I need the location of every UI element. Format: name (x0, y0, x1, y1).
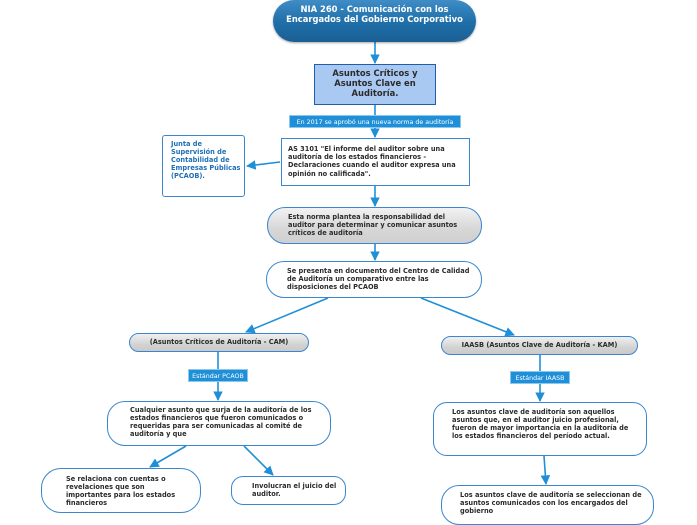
norma-responsabilidad-node[interactable]: Esta norma plantea la responsabilidad de… (267, 207, 482, 244)
kam-definition-node[interactable]: Los asuntos clave de auditoría son aquel… (433, 402, 647, 456)
cam-node[interactable]: (Asuntos Críticos de Auditoría - CAM) (129, 333, 309, 352)
as3101-node[interactable]: AS 3101 "El informe del auditor sobre un… (281, 138, 470, 186)
comparativo-node[interactable]: Se presenta en documento del Centro de C… (266, 261, 482, 298)
connector-presenta-to-cam (245, 297, 329, 334)
kam-seleccion-node[interactable]: Los asuntos clave de auditoría se selecc… (441, 485, 654, 525)
estandar-pcaob-label: Estándar PCAOB (188, 369, 248, 382)
connector-cualquier-to-involucran (243, 445, 274, 476)
juicio-auditor-node[interactable]: Involucran el juicio del auditor. (231, 476, 346, 505)
estandar-iaasb-label: Estándar IAASB (510, 371, 570, 384)
connector-kamdesc-to-seleccionan (540, 455, 551, 485)
cam-definition-node[interactable]: Cualquier asunto que surja de la auditor… (107, 401, 331, 446)
asuntos-criticos-clave-node[interactable]: Asuntos Críticos y Asuntos Clave en Audi… (314, 64, 436, 105)
connector-cualquier-to-relaciona (149, 445, 187, 468)
norma-2017-label: En 2017 se aprobó una nueva norma de aud… (289, 115, 461, 128)
connector-as3101-to-junta (246, 160, 281, 170)
kam-node[interactable]: IAASB (Asuntos Clave de Auditoría - KAM) (441, 336, 638, 355)
connector-presenta-to-kam (420, 297, 515, 337)
pcaob-junta-node[interactable]: Junta de Supervisión de Contabilidad de … (162, 135, 245, 197)
cuentas-revelaciones-node[interactable]: Se relaciona con cuentas o revelaciones … (41, 468, 201, 513)
title-node[interactable]: NIA 260 - Comunicación con los Encargado… (273, 0, 476, 42)
